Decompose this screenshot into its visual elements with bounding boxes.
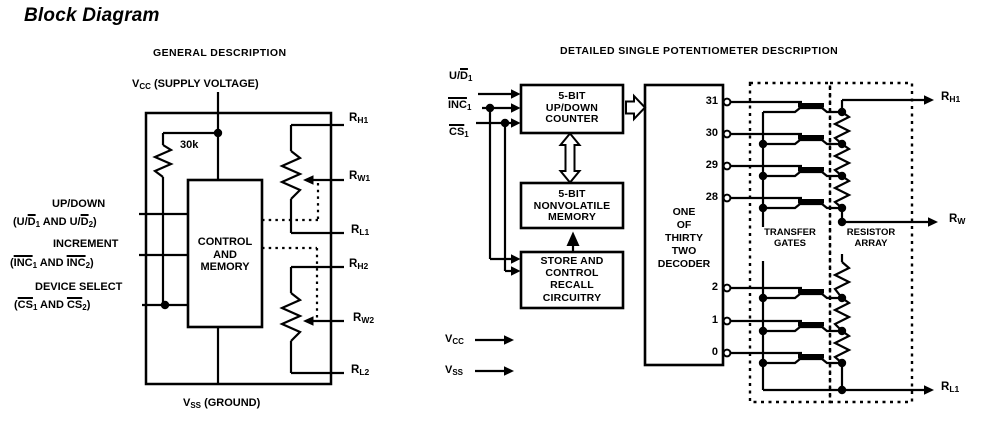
counter-box (519, 83, 625, 135)
ud1-input-label: U/D1 (449, 70, 473, 83)
arrow-right-icon (924, 95, 934, 105)
cs1-wire (476, 118, 521, 276)
pullup-resistor-30k (152, 131, 218, 310)
ud-pins-label: (U/D1 AND U/D2) (13, 216, 97, 229)
transfer-gates-label: TRANSFER GATES (764, 227, 816, 249)
vcc-supply-lead (213, 92, 223, 180)
transfer-gate-28 (722, 193, 842, 210)
vcc-arrow (475, 335, 514, 345)
arrow-right-icon (511, 118, 521, 128)
increment-label: INCREMENT (53, 238, 119, 250)
terminal-label-rw2-left: RW2 (353, 312, 375, 325)
store-memory-arrow (566, 231, 580, 252)
terminal-label-rh2-left: RH2 (349, 258, 369, 271)
terminal-label-rw1-left: RW1 (349, 170, 371, 183)
vss-ground-label: VSS (GROUND) (183, 397, 261, 410)
decoder-output-label-29: 29 (705, 159, 718, 171)
rl1-wire (763, 385, 934, 395)
up-down-label: UP/DOWN (52, 198, 106, 210)
resistor-30k-label: 30k (180, 139, 199, 151)
cs-pins-label: (CS1 AND CS2) (14, 299, 91, 312)
terminal-label-rl1-right: RL1 (941, 381, 960, 394)
input-wires (139, 212, 188, 307)
rh1-wire (842, 95, 934, 105)
control-memory-box (186, 178, 264, 329)
general-description-heading: GENERAL DESCRIPTION (153, 47, 287, 59)
resistor-array-dashed-box (828, 81, 914, 404)
store-box-label: STORE AND CONTROL RECALL CIRCUITRY (540, 255, 604, 304)
wiper-arrow-icon (303, 175, 314, 185)
inc1-wire (482, 103, 521, 264)
arrow-right-icon (511, 254, 521, 264)
terminal-label-rl2-left: RL2 (351, 364, 370, 377)
vss-arrow (475, 366, 514, 376)
transfer-gate-30 (722, 129, 842, 146)
arrow-right-icon (504, 366, 514, 376)
terminal-label-rl1-left: RL1 (351, 224, 370, 237)
decoder-box (643, 83, 725, 367)
counter-decoder-block-arrow (625, 93, 647, 122)
decoder-output-label-0: 0 (711, 346, 718, 358)
potentiometer-1 (279, 123, 344, 235)
page-title: Block Diagram (24, 5, 160, 26)
transfer-gate-29 (722, 161, 842, 178)
ud1-wire (478, 89, 521, 99)
transfer-gate-2 (722, 283, 842, 300)
arrow-right-icon (924, 385, 934, 395)
memory-box-label: 5-BIT NONVOLATILE MEMORY (533, 188, 611, 224)
arrow-up-icon (566, 231, 580, 246)
decoder-output-label-1: 1 (711, 314, 718, 326)
arrow-right-icon (928, 217, 938, 227)
arrow-right-icon (504, 335, 514, 345)
transfer-gate-31 (722, 97, 842, 114)
rw-wire (842, 217, 938, 227)
decoder-output-label-28: 28 (705, 191, 718, 203)
counter-box-label: 5-BIT UP/DOWN COUNTER (545, 90, 599, 126)
resistor-array-label: RESISTOR ARRAY (846, 227, 896, 249)
resistor-chain (832, 100, 852, 395)
transfer-gate-1 (722, 316, 842, 333)
terminal-label-rh1-left: RH1 (349, 112, 369, 125)
potentiometer-2 (279, 265, 344, 375)
arrow-right-icon (511, 89, 521, 99)
vcc-supply-label: VCC (SUPPLY VOLTAGE) (132, 78, 259, 91)
memory-box (519, 181, 625, 230)
left-outer-box (144, 111, 333, 386)
inc1-input-label: INC1 (448, 99, 472, 112)
cs1-input-label: CS1 (449, 126, 469, 139)
transfer-gate-0 (722, 348, 842, 365)
wiper-control-links-dashed (262, 183, 320, 318)
arrow-right-icon (511, 266, 521, 276)
inc-pins-label: (INC1 AND INC2) (10, 257, 94, 270)
decoder-box-label: ONE OF THIRTY TWO DECODER (657, 206, 711, 270)
wiper-bus (758, 112, 768, 390)
vss-label-right: VSS (445, 364, 464, 377)
counter-memory-double-arrow (558, 131, 582, 185)
terminal-label-rh1-right: RH1 (941, 91, 961, 104)
wiper-arrow-icon (303, 316, 314, 326)
device-select-label: DEVICE SELECT (35, 281, 123, 293)
vcc-label-right: VCC (445, 333, 464, 346)
decoder-output-label-2: 2 (711, 281, 718, 293)
arrow-right-icon (511, 103, 521, 113)
terminal-label-rw-right: RW (949, 213, 966, 226)
transfer-gates-dashed-box (748, 81, 832, 404)
decoder-output-label-30: 30 (705, 127, 718, 139)
control-memory-box-label: CONTROL AND MEMORY (197, 236, 253, 273)
decoder-output-label-31: 31 (705, 95, 718, 107)
detailed-description-heading: DETAILED SINGLE POTENTIOMETER DESCRIPTIO… (560, 45, 839, 57)
